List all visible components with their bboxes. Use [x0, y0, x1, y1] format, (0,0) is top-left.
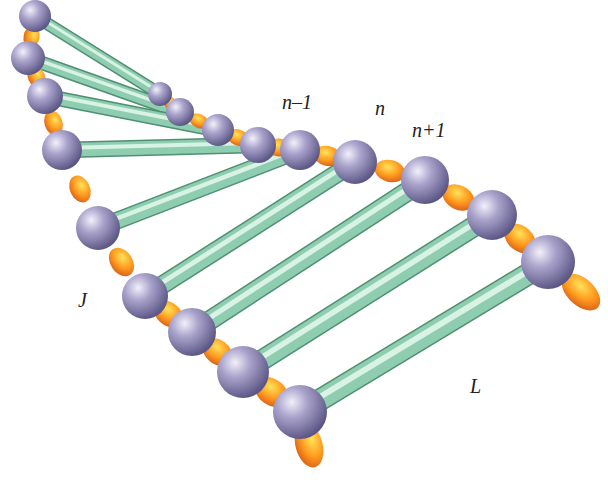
rung: [145, 160, 355, 296]
rung: [192, 177, 425, 332]
sphere: [168, 308, 216, 356]
sphere: [42, 130, 82, 170]
sphere: [11, 41, 45, 75]
rail-links: [160, 93, 607, 318]
sphere: [27, 78, 63, 114]
sphere: [217, 346, 269, 398]
sphere: [240, 127, 276, 163]
rung: [300, 259, 548, 412]
sphere: [122, 273, 168, 319]
rung-highlight: [62, 143, 258, 148]
rung-highlight: [145, 160, 355, 294]
sphere: [467, 190, 517, 240]
label-text: J: [78, 290, 87, 310]
rung-highlight: [243, 212, 492, 369]
sphere: [333, 140, 377, 184]
sphere: [202, 114, 234, 146]
rung: [62, 143, 258, 150]
sphere: [76, 206, 120, 250]
sphere: [401, 156, 449, 204]
link-ellipsoid: [65, 172, 95, 206]
rail-links: [22, 25, 328, 471]
sphere: [280, 130, 320, 170]
label-text: n–1: [282, 92, 312, 112]
label-text: n+1: [412, 120, 446, 140]
rung-highlight: [192, 177, 425, 329]
link-ellipsoid: [104, 243, 140, 281]
sphere: [19, 0, 51, 32]
label-text: n: [375, 98, 385, 118]
rung: [45, 94, 218, 130]
spheres: [11, 0, 327, 439]
rung: [243, 212, 492, 372]
spheres: [148, 82, 575, 289]
label-text: L: [470, 376, 481, 396]
sphere: [166, 98, 194, 126]
rung-highlight: [300, 259, 548, 409]
sphere: [521, 235, 575, 289]
rungs: [28, 15, 548, 413]
sphere: [273, 385, 327, 439]
sphere: [148, 82, 172, 106]
